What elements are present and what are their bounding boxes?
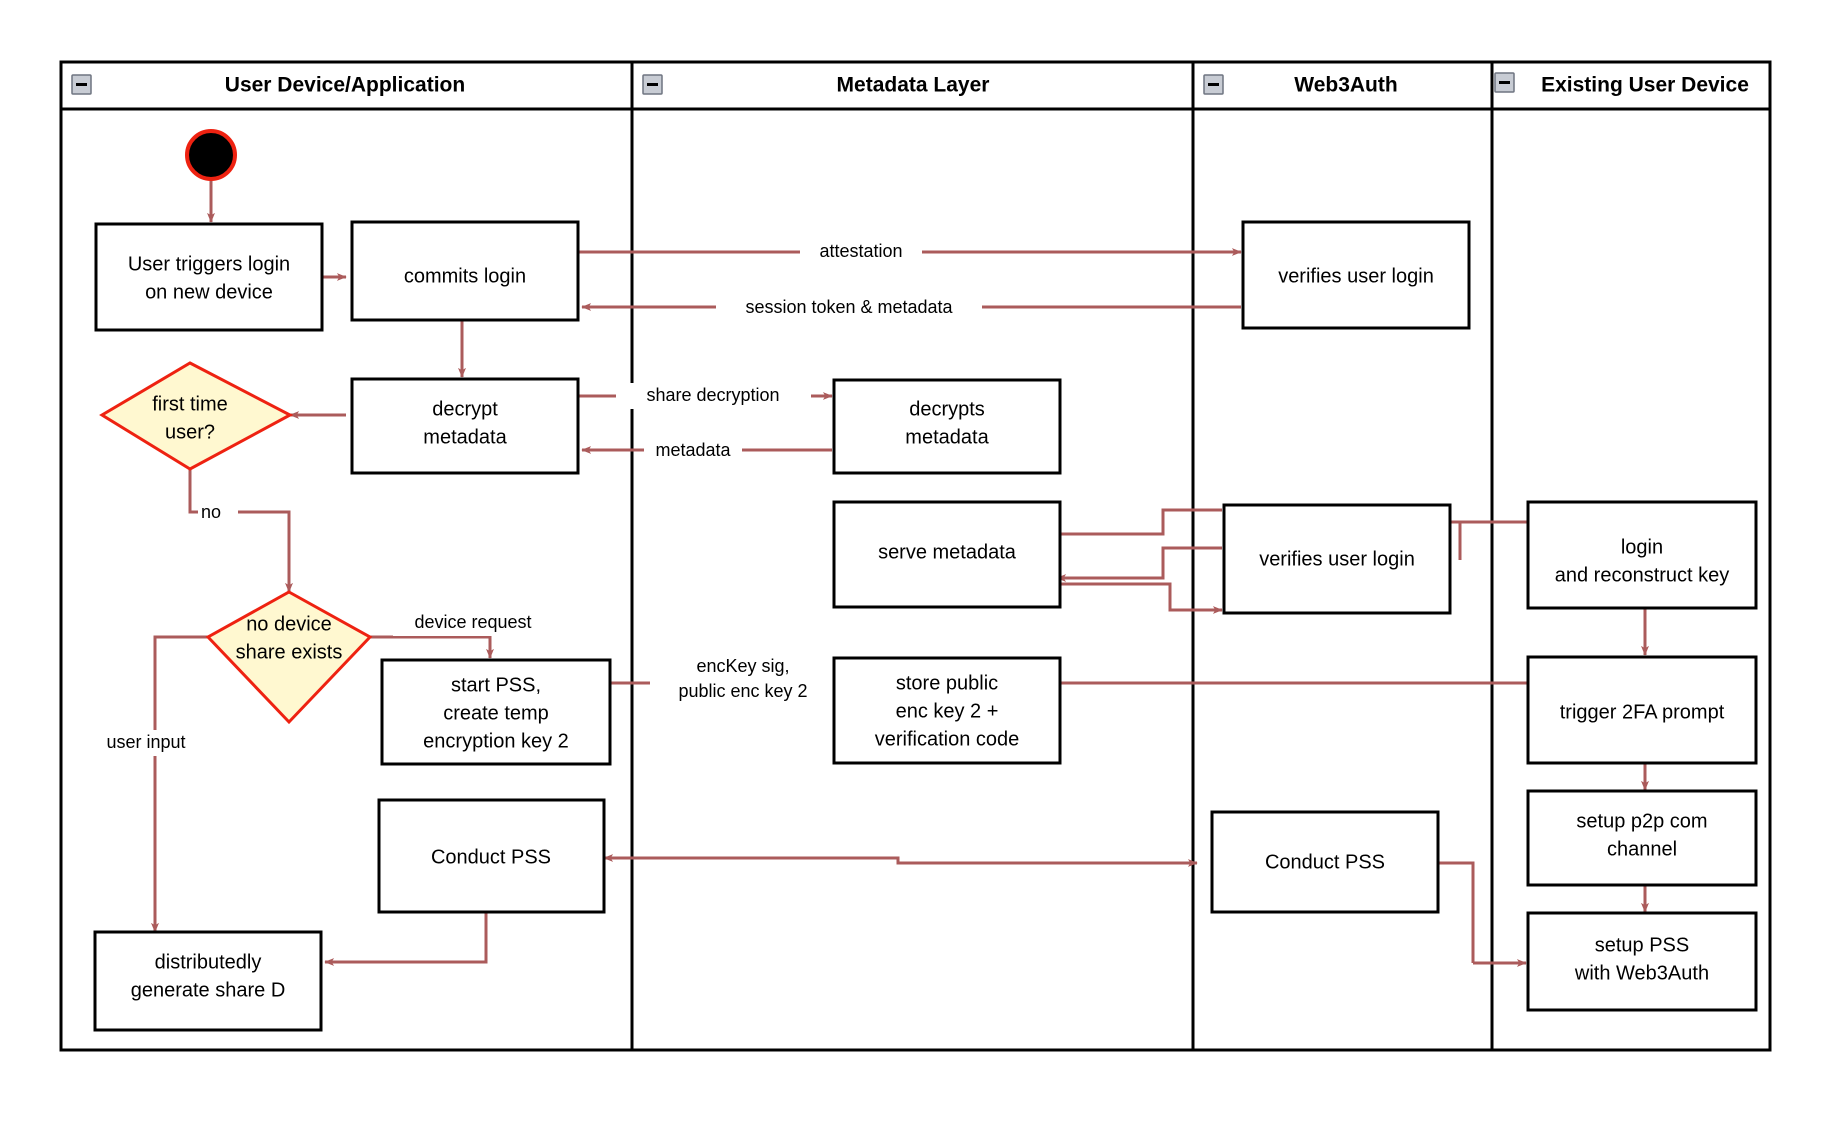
node-commits-login[interactable]: commits login	[350, 220, 580, 322]
edge-label-device-request: device request	[414, 612, 531, 632]
lane-title-web3auth: Web3Auth	[1294, 74, 1397, 97]
node-user-triggers-login[interactable]: User triggers login on new device	[94, 222, 324, 332]
node-label-line: share exists	[236, 641, 343, 663]
node-label-line: verifies user login	[1259, 548, 1415, 570]
node-label-line: first time	[152, 393, 228, 415]
node-label-line: decrypt	[432, 398, 498, 420]
node-label-line: channel	[1607, 838, 1677, 860]
collapse-icon-lane-1[interactable]	[71, 74, 92, 95]
edge-serve-to-verifies2	[1060, 582, 1223, 614]
node-trigger-2fa-prompt[interactable]: trigger 2FA prompt	[1526, 655, 1758, 765]
node-label-line: with Web3Auth	[1574, 962, 1709, 984]
edge-label-layer: attestation session token & metadata sha…	[88, 238, 982, 756]
node-label-line: store public	[896, 672, 998, 694]
node-serve-metadata[interactable]: serve metadata	[832, 500, 1062, 609]
lane-title-user-device: User Device/Application	[225, 74, 465, 97]
edge-label-enckey-sig-line1: encKey sig,	[696, 656, 789, 676]
node-setup-pss-with-web3auth[interactable]: setup PSS with Web3Auth	[1526, 911, 1758, 1012]
node-label-line: start PSS,	[451, 674, 541, 696]
node-label-line: enc key 2 +	[896, 700, 999, 722]
node-first-time-user-decision[interactable]: first time user?	[99, 361, 294, 471]
node-label-line: verifies user login	[1278, 265, 1434, 287]
edge-label-user-input: user input	[106, 732, 185, 752]
node-label-line: serve metadata	[878, 541, 1017, 563]
edge-label-metadata: metadata	[655, 440, 731, 460]
node-store-public-enc-key[interactable]: store public enc key 2 + verification co…	[832, 656, 1062, 765]
node-label-line: Conduct PSS	[431, 846, 551, 868]
edge-setup-pss-to-conduct-pss	[1424, 859, 1475, 963]
node-label-line: metadata	[423, 426, 507, 448]
node-label-line: User triggers login	[128, 253, 290, 275]
node-login-and-reconstruct-key[interactable]: login and reconstruct key	[1526, 500, 1758, 610]
lane-title-metadata: Metadata Layer	[837, 74, 990, 97]
node-label-line: trigger 2FA prompt	[1560, 701, 1725, 723]
edge-label-no: no	[201, 502, 221, 522]
collapse-icon-lane-2[interactable]	[642, 74, 663, 95]
collapse-icon-lane-4[interactable]	[1494, 72, 1515, 93]
node-label-line: setup p2p com	[1576, 810, 1707, 832]
node-label-line: commits login	[404, 265, 526, 287]
node-label-line: create temp	[443, 702, 549, 724]
lane-header-metadata: Metadata Layer	[642, 74, 990, 97]
node-label-line: verification code	[875, 728, 1020, 750]
edge-user-input	[151, 635, 208, 933]
node-label-line: decrypts	[909, 398, 985, 420]
lane-title-existing-device: Existing User Device	[1541, 74, 1749, 97]
node-label-line: login	[1621, 536, 1663, 558]
edge-conduct-pss-to-share-d	[324, 912, 488, 966]
edge-label-session-token: session token & metadata	[745, 297, 953, 317]
node-label-line: on new device	[145, 281, 273, 303]
node-label-line: generate share D	[131, 979, 286, 1001]
edge-serve-to-verifies2-seg	[1057, 508, 1222, 536]
lane-header-web3auth: Web3Auth	[1203, 74, 1398, 97]
node-distributedly-generate-share-d[interactable]: distributedly generate share D	[93, 930, 323, 1032]
node-label-line: encryption key 2	[423, 730, 569, 752]
node-label-line: and reconstruct key	[1555, 564, 1730, 586]
node-verifies-user-login-2[interactable]: verifies user login	[1222, 503, 1452, 615]
node-label-line: distributedly	[155, 951, 262, 973]
edge-to-conduct-pss-w3a	[896, 858, 1198, 867]
lane-header-existing-device: Existing User Device	[1494, 72, 1749, 97]
edge-label-enckey-sig-line2: public enc key 2	[678, 681, 807, 701]
node-label-line: no device	[246, 613, 332, 635]
node-conduct-pss-web3auth[interactable]: Conduct PSS	[1210, 810, 1440, 914]
edge-label-share-decryption: share decryption	[646, 385, 779, 405]
node-setup-p2p-com-channel[interactable]: setup p2p com channel	[1526, 789, 1758, 887]
node-label-line: user?	[165, 421, 215, 443]
node-start-pss[interactable]: start PSS, create temp encryption key 2	[380, 658, 612, 766]
node-start[interactable]	[185, 129, 237, 181]
edge-no-branch	[188, 469, 293, 593]
node-label-line: setup PSS	[1595, 934, 1690, 956]
node-decrypts-metadata[interactable]: decrypts metadata	[832, 378, 1062, 475]
node-conduct-pss-user-device[interactable]: Conduct PSS	[377, 798, 606, 914]
node-verifies-user-login-1[interactable]: verifies user login	[1241, 220, 1471, 330]
collapse-icon-lane-3[interactable]	[1203, 74, 1224, 95]
node-no-device-share-decision[interactable]: no device share exists	[205, 590, 373, 725]
edge-device-request	[370, 635, 494, 659]
edge-label-attestation: attestation	[819, 241, 902, 261]
node-label-line: metadata	[905, 426, 989, 448]
node-decrypt-metadata[interactable]: decrypt metadata	[350, 377, 580, 475]
edge-verifies2-to-serve	[1056, 546, 1222, 582]
lane-header-user-device: User Device/Application	[71, 74, 465, 97]
node-label-line: Conduct PSS	[1265, 851, 1385, 873]
